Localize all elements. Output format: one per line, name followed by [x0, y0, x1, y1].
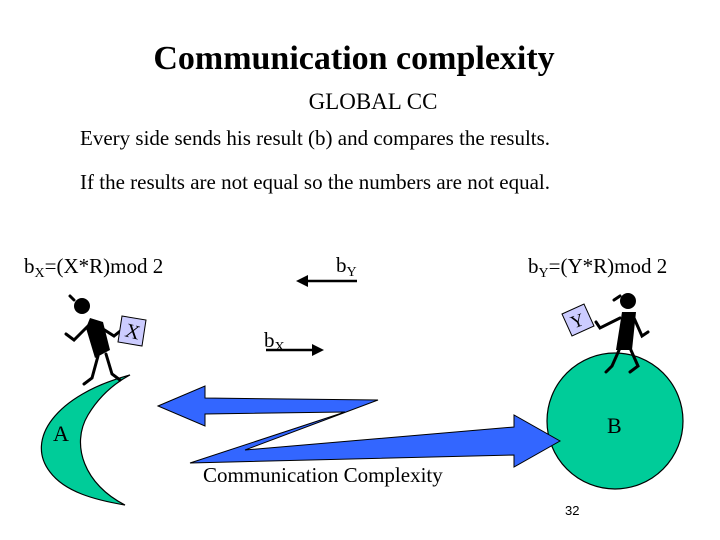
z-arrow	[156, 385, 562, 468]
formula-by: bY=(Y*R)mod 2	[528, 254, 668, 281]
planet-b	[546, 352, 684, 490]
arrow-right	[266, 344, 324, 356]
body-line-2: If the results are not equal so the numb…	[80, 170, 551, 194]
person-right-figure	[594, 293, 650, 374]
card-y-shape	[561, 303, 595, 337]
crescent-planet-a	[40, 374, 131, 506]
message-bx-label: bX	[264, 328, 285, 355]
body-line-1: Every side sends his result (b) and comp…	[80, 126, 551, 150]
page-number: 32	[565, 503, 580, 518]
card-y-label: Y	[568, 309, 587, 332]
card-x-shape	[117, 315, 147, 347]
arrow-caption: Communication Complexity	[203, 463, 443, 487]
slide-title: Communication complexity	[153, 40, 555, 77]
arrow-left	[296, 275, 357, 287]
message-by-label: bY	[336, 253, 357, 280]
card-x-label: X	[123, 320, 143, 345]
formula-bx: bX=(X*R)mod 2	[24, 254, 164, 281]
person-left-figure	[64, 294, 126, 386]
label-a: A	[53, 421, 69, 446]
label-b: B	[607, 413, 622, 438]
slide-subtitle: GLOBAL CC	[308, 89, 438, 114]
